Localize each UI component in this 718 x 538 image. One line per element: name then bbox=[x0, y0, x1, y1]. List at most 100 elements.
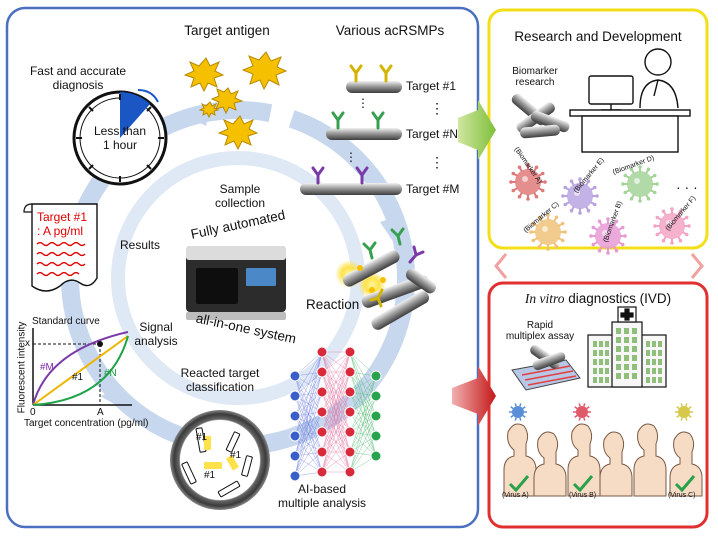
nn-node bbox=[370, 410, 382, 422]
nn-node bbox=[289, 410, 301, 422]
nn-node bbox=[344, 426, 356, 438]
window bbox=[646, 359, 650, 365]
results-document-icon bbox=[23, 203, 98, 292]
reaction-cluster-icon bbox=[335, 227, 437, 330]
window bbox=[646, 341, 650, 347]
nn-node bbox=[289, 450, 301, 462]
nn-node bbox=[344, 466, 356, 478]
window bbox=[599, 359, 603, 365]
chart-x-tick-0: 0 bbox=[30, 407, 36, 418]
reacted-label-1: Reacted target bbox=[180, 366, 260, 380]
virus-icon bbox=[621, 165, 659, 203]
window bbox=[605, 368, 609, 374]
chart-y-tick-x: x bbox=[25, 338, 30, 349]
window bbox=[652, 368, 656, 374]
virus-icon bbox=[653, 207, 691, 245]
sample-label-1: Sample bbox=[219, 182, 261, 196]
window bbox=[652, 350, 656, 356]
virus-icon bbox=[509, 163, 547, 201]
window bbox=[593, 341, 597, 347]
nn-node bbox=[316, 426, 328, 438]
check-icon bbox=[674, 475, 696, 493]
window bbox=[624, 328, 629, 334]
window bbox=[632, 337, 637, 343]
reacted-label-2: classification bbox=[185, 380, 255, 394]
window bbox=[605, 350, 609, 356]
chart-ylabel: Fluorescent intensity bbox=[16, 321, 28, 414]
series-m-label: #M bbox=[40, 362, 54, 373]
acrsmps-label: Various acRSMPs bbox=[335, 23, 445, 38]
nn-node bbox=[289, 430, 301, 442]
window bbox=[624, 364, 629, 370]
series-1-label: #1 bbox=[72, 372, 84, 383]
ivd-title-italic: In vitro bbox=[524, 291, 565, 306]
clock-text-1: Less than bbox=[93, 124, 147, 138]
sample-label-2: collection bbox=[214, 196, 266, 210]
chart-title: Standard curve bbox=[32, 316, 100, 327]
results-label: Results bbox=[120, 238, 161, 252]
vdots-4: ⋮ bbox=[345, 150, 357, 164]
ai-label-1: AI-based bbox=[297, 482, 347, 496]
nn-node bbox=[344, 366, 356, 378]
rapid-label-1: Rapid bbox=[526, 320, 554, 331]
window bbox=[652, 377, 656, 383]
hospital-icon bbox=[587, 306, 667, 388]
nn-node bbox=[344, 406, 356, 418]
patient-icon bbox=[669, 431, 703, 497]
arrow-to-ivd bbox=[452, 366, 496, 426]
window bbox=[646, 377, 650, 383]
window bbox=[593, 350, 597, 356]
particle-label-3: #1 bbox=[230, 450, 242, 461]
nn-node bbox=[316, 466, 328, 478]
window bbox=[616, 328, 621, 334]
vdots-1: ⋮ bbox=[430, 100, 444, 116]
virus-icons bbox=[509, 163, 691, 255]
ivd-title-rest: diagnostics (IVD) bbox=[564, 291, 672, 306]
window bbox=[605, 359, 609, 365]
target-1-label: Target #1 bbox=[406, 79, 457, 93]
patient-icon bbox=[503, 423, 537, 497]
window bbox=[624, 355, 629, 361]
rapid-label-2: multiplex assay bbox=[505, 331, 575, 342]
chart-xlabel: Target concentration (pg/ml) bbox=[24, 418, 149, 429]
nn-node bbox=[370, 430, 382, 442]
curve-1 bbox=[32, 335, 129, 406]
cycle-arrowhead bbox=[380, 215, 401, 240]
window bbox=[658, 359, 662, 365]
window bbox=[632, 364, 637, 370]
window bbox=[616, 346, 621, 352]
virus-icon bbox=[589, 217, 627, 255]
biomarker-label-1: Biomarker bbox=[512, 66, 558, 77]
target-antigen-icon bbox=[183, 51, 288, 151]
nn-node bbox=[316, 446, 328, 458]
window bbox=[652, 341, 656, 347]
diagnosis-label: diagnosis bbox=[52, 78, 104, 92]
window bbox=[658, 368, 662, 374]
virus-icon bbox=[509, 403, 527, 421]
window bbox=[605, 377, 609, 383]
window bbox=[599, 377, 603, 383]
ai-label-2: multiple analysis bbox=[277, 496, 367, 510]
signal-label-2: analysis bbox=[134, 334, 178, 348]
signal-label-1: Signal bbox=[139, 320, 173, 334]
person-label-b: (Virus B) bbox=[569, 492, 597, 499]
window bbox=[632, 346, 637, 352]
patient-icon bbox=[567, 423, 601, 497]
nn-node bbox=[289, 370, 301, 382]
curve-n bbox=[32, 335, 129, 406]
nn-node bbox=[344, 346, 356, 358]
window bbox=[616, 364, 621, 370]
nn-node bbox=[370, 370, 382, 382]
patient-icon bbox=[533, 431, 567, 497]
series-n-label: #N bbox=[104, 368, 117, 379]
target-n-label: Target #N bbox=[406, 127, 459, 141]
vdots-3: ⋮ bbox=[357, 96, 369, 110]
window bbox=[658, 341, 662, 347]
automated-system-icon bbox=[186, 246, 286, 320]
more-ellipsis: · · · bbox=[676, 179, 698, 195]
patient-icon bbox=[599, 431, 633, 497]
nn-node bbox=[316, 386, 328, 398]
nn-node bbox=[316, 366, 328, 378]
patients-icon bbox=[503, 403, 703, 497]
